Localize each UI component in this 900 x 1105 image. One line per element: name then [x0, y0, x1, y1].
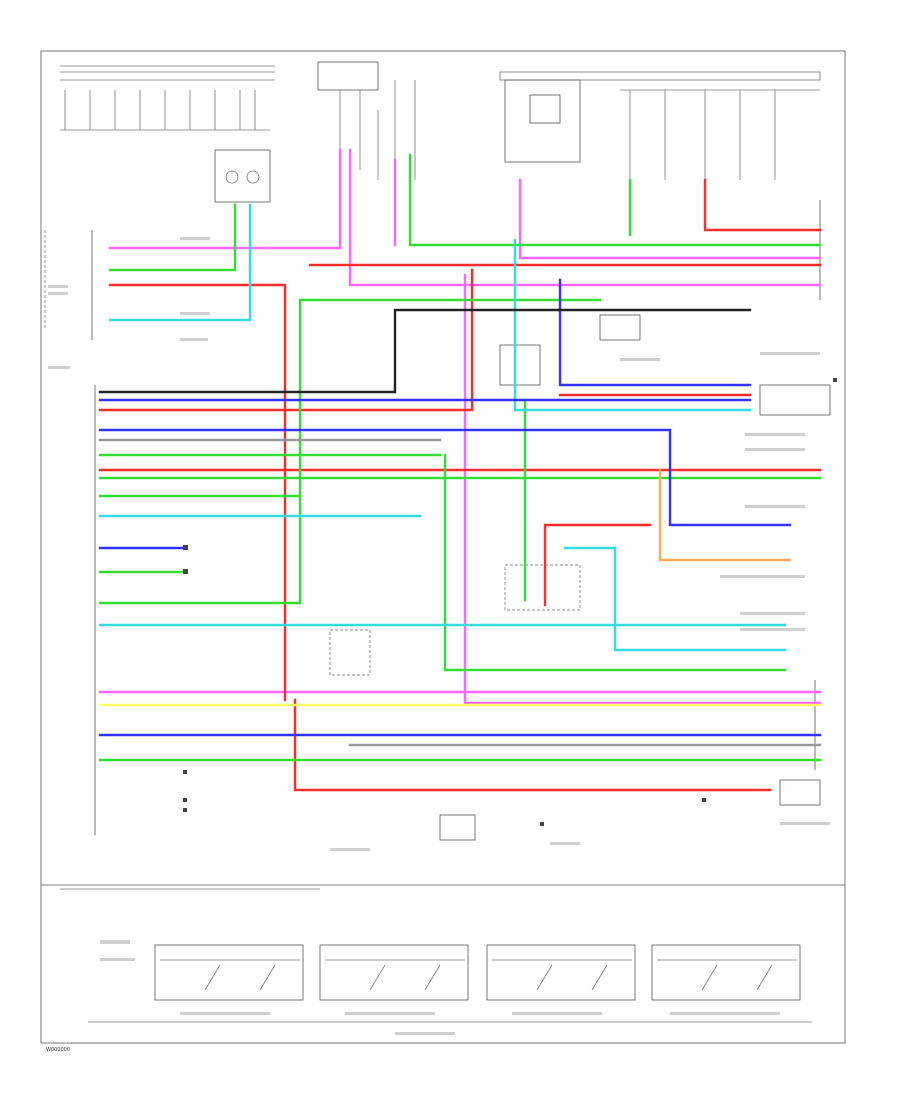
bottom-switch-row [60, 888, 812, 1035]
control-switch-box [214, 149, 271, 203]
wire-red-3 [703, 178, 822, 232]
wire-cyan-1 [108, 203, 252, 322]
right-connector-strip [759, 200, 831, 806]
top-center-fuse-block [317, 61, 416, 180]
wire-cyan-5 [513, 238, 752, 412]
wire-black-1 [98, 308, 752, 394]
connector-markers [183, 378, 837, 826]
wire-red-6 [543, 523, 652, 607]
wire-orange-1 [658, 468, 792, 562]
illegible-labels [48, 237, 830, 851]
diagram-border [40, 50, 846, 1044]
top-left-connector-group [60, 65, 275, 131]
wire-pink-2 [348, 148, 822, 287]
bottom-switch-2 [319, 944, 469, 1015]
middle-relay-1 [599, 314, 641, 341]
middle-relay-4 [329, 629, 371, 676]
bottom-switch-4 [651, 944, 801, 1015]
wire-green-2 [408, 153, 822, 247]
wire-blue-5 [98, 428, 792, 527]
main-control-module [44, 230, 96, 835]
wire-red-1 [108, 283, 287, 702]
middle-relay-3 [504, 564, 581, 611]
top-right-relay-box [499, 71, 821, 180]
page-code: W000000 [46, 1047, 70, 1053]
wire-cyan-4 [563, 546, 787, 652]
wire-harness [98, 148, 822, 792]
bottom-switch-3 [486, 944, 636, 1015]
wire-pink-3 [518, 178, 822, 260]
middle-relay-2 [499, 344, 541, 386]
wire-pink-5 [463, 273, 822, 705]
wire-green-1 [108, 203, 237, 272]
wire-red-7 [293, 698, 772, 792]
bottom-center-relay [439, 814, 476, 841]
wire-pink-1 [108, 148, 342, 250]
wire-red-4 [98, 268, 474, 412]
wire-green-11 [443, 453, 787, 672]
bottom-switch-1 [154, 944, 304, 1015]
wire-green-9 [298, 298, 602, 605]
wire-blue-4 [558, 278, 752, 387]
